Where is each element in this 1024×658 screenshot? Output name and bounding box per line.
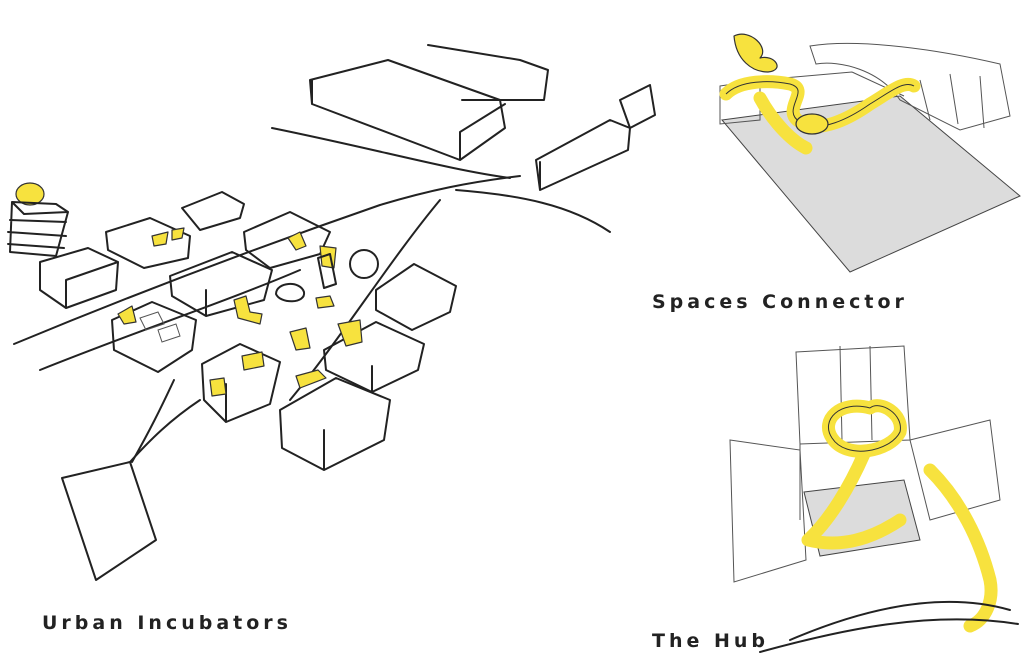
building-block — [427, 44, 549, 101]
hub-ribbon-edge — [828, 405, 901, 452]
urban-incubators-sketch — [7, 44, 656, 581]
highlight-marker — [315, 295, 335, 309]
highlight-marker — [337, 319, 363, 347]
building-block — [39, 247, 119, 309]
caption-spaces-connector: Spaces Connector — [652, 291, 908, 313]
building-block — [243, 211, 331, 269]
hub-ribbon — [801, 447, 907, 550]
street-line — [271, 127, 511, 179]
building-block — [111, 301, 197, 373]
highlight-marker — [289, 327, 311, 351]
street-line — [39, 269, 301, 371]
building-outline — [729, 439, 807, 583]
highlight-sphere — [15, 182, 45, 206]
street-line — [455, 189, 611, 233]
building-block — [309, 59, 506, 161]
building-outline — [839, 345, 873, 441]
hub-path-line — [759, 618, 1019, 653]
highlight-marker — [117, 305, 137, 325]
building-block — [323, 321, 425, 393]
highlight-marker — [171, 227, 185, 241]
building-block — [279, 377, 391, 471]
caption-the-hub: The Hub — [652, 630, 770, 652]
building-block — [535, 119, 631, 191]
connector-loop — [795, 113, 829, 135]
highlight-marker — [295, 369, 327, 389]
hub-path-line — [789, 601, 1011, 641]
highlight-blob — [733, 33, 778, 73]
street-line — [13, 175, 521, 345]
building-block — [317, 253, 337, 289]
hub-ribbon — [923, 463, 998, 633]
highlight-marker — [287, 231, 307, 251]
the-hub-sketch — [729, 345, 1019, 653]
street-line — [129, 399, 201, 463]
stacked-tower — [7, 201, 69, 257]
spaces-connector-sketch — [719, 33, 1021, 273]
building-block — [181, 191, 245, 231]
hub-ribbon — [822, 399, 907, 458]
building-block — [375, 263, 457, 331]
building-block — [169, 251, 273, 317]
street-line — [131, 379, 175, 463]
caption-urban-incubators: Urban Incubators — [42, 612, 292, 634]
connector-ribbon — [753, 91, 813, 155]
highlight-marker — [241, 351, 265, 371]
round-pavilion — [349, 249, 379, 279]
building-block — [105, 217, 191, 269]
ground-plane — [721, 95, 1021, 273]
building-block — [619, 84, 656, 129]
building-outline — [919, 73, 985, 129]
highlight-marker — [233, 295, 263, 325]
plaza-ring — [275, 283, 305, 303]
highlight-marker — [151, 231, 169, 247]
plaza-shape — [61, 461, 157, 581]
building-courtyard — [139, 311, 181, 343]
building-outline — [809, 42, 1011, 131]
building-outline — [909, 419, 1001, 521]
highlight-marker — [209, 377, 227, 397]
